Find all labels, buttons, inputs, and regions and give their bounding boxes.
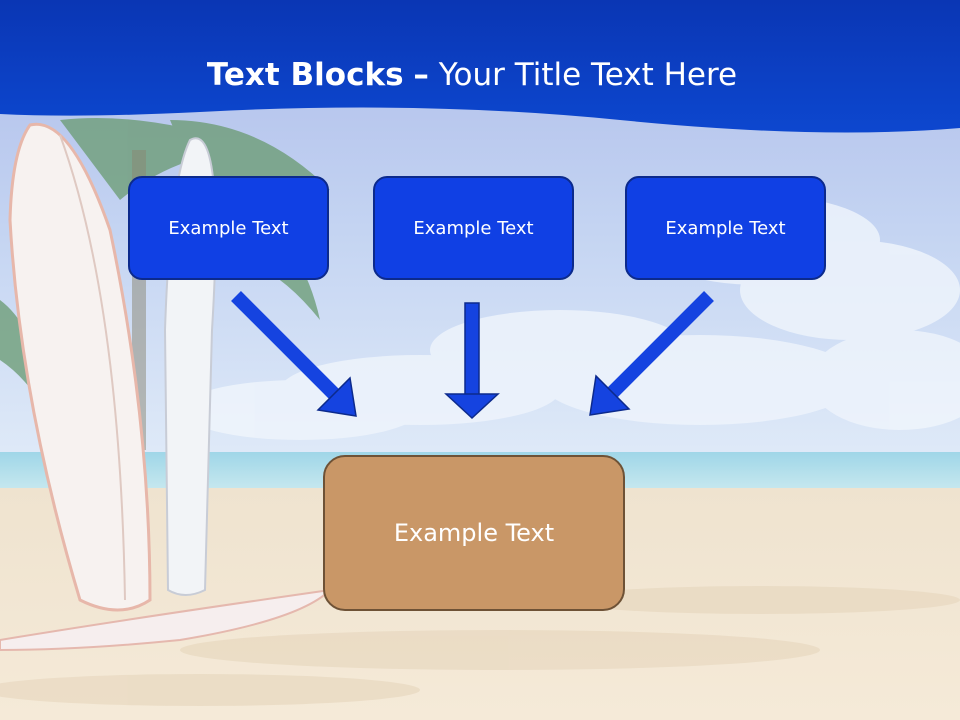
slide-title: Text Blocks – Your Title Text Here [0,52,944,98]
text-block-left: Example Text [128,176,329,280]
title-rest: Your Title Text Here [438,57,738,93]
text-block-center: Example Text [373,176,574,280]
title-bold: Text Blocks [206,57,404,93]
text-block-bottom: Example Text [323,455,625,611]
title-dash: – [413,57,429,93]
text-block-right: Example Text [625,176,826,280]
